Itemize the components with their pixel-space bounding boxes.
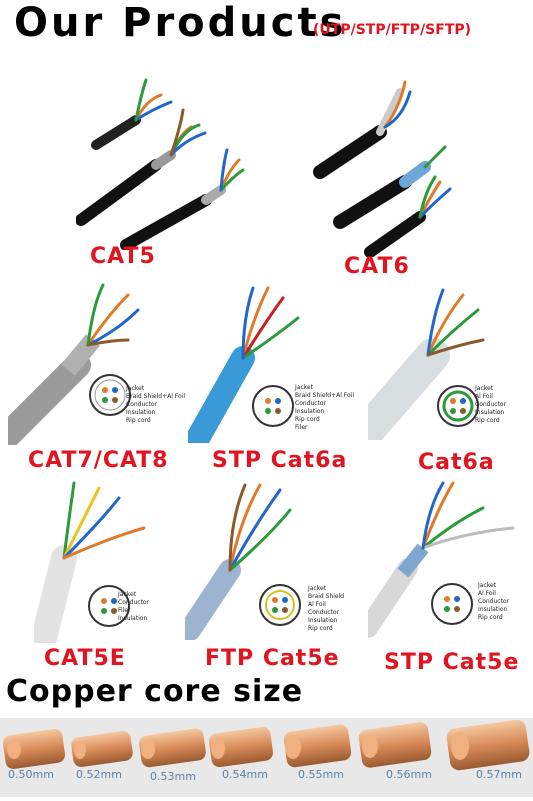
product-image-stp-cat6a	[188, 278, 348, 443]
copper-size-label: 0.54mm	[222, 768, 268, 781]
legend-item: Insulation	[126, 409, 156, 416]
copper-size-label: 0.55mm	[298, 768, 344, 781]
copper-size-label: 0.56mm	[386, 768, 432, 781]
legend-item: Rip cord	[295, 416, 320, 423]
legend-stp-cat6a: Jacket Braid Shield+Al Foil Conductor In…	[295, 384, 354, 432]
copper-size-label: 0.50mm	[8, 768, 54, 781]
product-image-cat5e	[34, 478, 184, 643]
product-image-cat5	[76, 70, 246, 250]
legend-item: Conductor	[126, 401, 158, 408]
legend-stp-cat5e: Jacket Al Foil Conductor Insulation Rip …	[478, 582, 509, 622]
legend-item: Insulation	[478, 606, 508, 613]
copper-wire	[2, 729, 66, 769]
product-label-cat5e: CAT5E	[44, 646, 126, 671]
legend-item: Rip cord	[126, 417, 151, 424]
legend-item: Al Foil	[475, 393, 493, 400]
copper-core-band	[0, 718, 533, 797]
legend-item: Conductor	[478, 598, 510, 605]
copper-wire	[208, 726, 274, 768]
legend-item: Jacket	[118, 591, 137, 598]
legend-item: Jacket	[308, 585, 327, 592]
product-label-stp-cat5e: STP Cat5e	[384, 650, 520, 675]
legend-item: Jacket	[478, 582, 497, 589]
product-label-ftp-cat5e: FTP Cat5e	[205, 646, 340, 671]
copper-wire	[71, 731, 133, 767]
legend-item: Conductor	[475, 401, 507, 408]
copper-wire	[283, 724, 352, 768]
legend-item: Rip cord	[478, 614, 503, 621]
product-image-cat6	[310, 72, 470, 257]
product-label-cat6a: Cat6a	[418, 450, 495, 475]
legend-cat6a: Jacket Al Foil Conductor Insulation Rip …	[475, 385, 506, 425]
legend-item: Insulation	[295, 408, 325, 415]
legend-item: Insulation	[308, 617, 338, 624]
legend-item: Jacket	[475, 385, 494, 392]
copper-size-label: 0.52mm	[76, 768, 122, 781]
copper-wire	[358, 722, 432, 768]
product-image-ftp-cat5e	[185, 475, 345, 640]
copper-wire	[446, 719, 530, 771]
legend-item: Al Foil	[478, 590, 496, 597]
legend-item: Conductor	[295, 400, 327, 407]
copper-size-label: 0.53mm	[150, 770, 196, 783]
product-label-cat5: CAT5	[90, 244, 156, 269]
legend-item: Braid Shield+Al Foil	[126, 393, 186, 400]
legend-cat7: Jacket Braid Shield+Al Foil Conductor In…	[126, 385, 185, 425]
legend-item: Insulation	[118, 615, 148, 622]
product-image-stp-cat5e	[368, 478, 528, 638]
copper-wire	[139, 728, 206, 768]
page-title: Our Products	[14, 0, 347, 46]
legend-item: Conductor	[118, 599, 150, 606]
product-image-cat6a	[368, 280, 528, 440]
copper-core-title: Copper core size	[6, 674, 304, 709]
legend-item: Braid Shield+Al Foil	[295, 392, 355, 399]
legend-item: Insulation	[475, 409, 505, 416]
product-label-stp-cat6a: STP Cat6a	[212, 448, 348, 473]
legend-item: Filer	[118, 607, 131, 614]
legend-item: Al Foil	[308, 601, 326, 608]
copper-size-label: 0.57mm	[476, 768, 522, 781]
product-image-cat7	[8, 275, 176, 445]
legend-item: Filer	[295, 424, 308, 431]
legend-cat5e: Jacket Conductor Filer Insulation	[118, 591, 149, 623]
page-subtitle: (UTP/STP/FTP/SFTP)	[313, 22, 472, 38]
legend-item: Braid Shield	[308, 593, 345, 600]
product-label-cat7-cat8: CAT7/CAT8	[28, 448, 169, 473]
legend-item: Jacket	[126, 385, 145, 392]
legend-ftp-cat5e: Jacket Braid Shield Al Foil Conductor In…	[308, 585, 344, 633]
legend-item: Jacket	[295, 384, 314, 391]
product-label-cat6: CAT6	[344, 254, 410, 279]
legend-item: Conductor	[308, 609, 340, 616]
legend-item: Rip cord	[308, 625, 333, 632]
legend-item: Rip cord	[475, 417, 500, 424]
